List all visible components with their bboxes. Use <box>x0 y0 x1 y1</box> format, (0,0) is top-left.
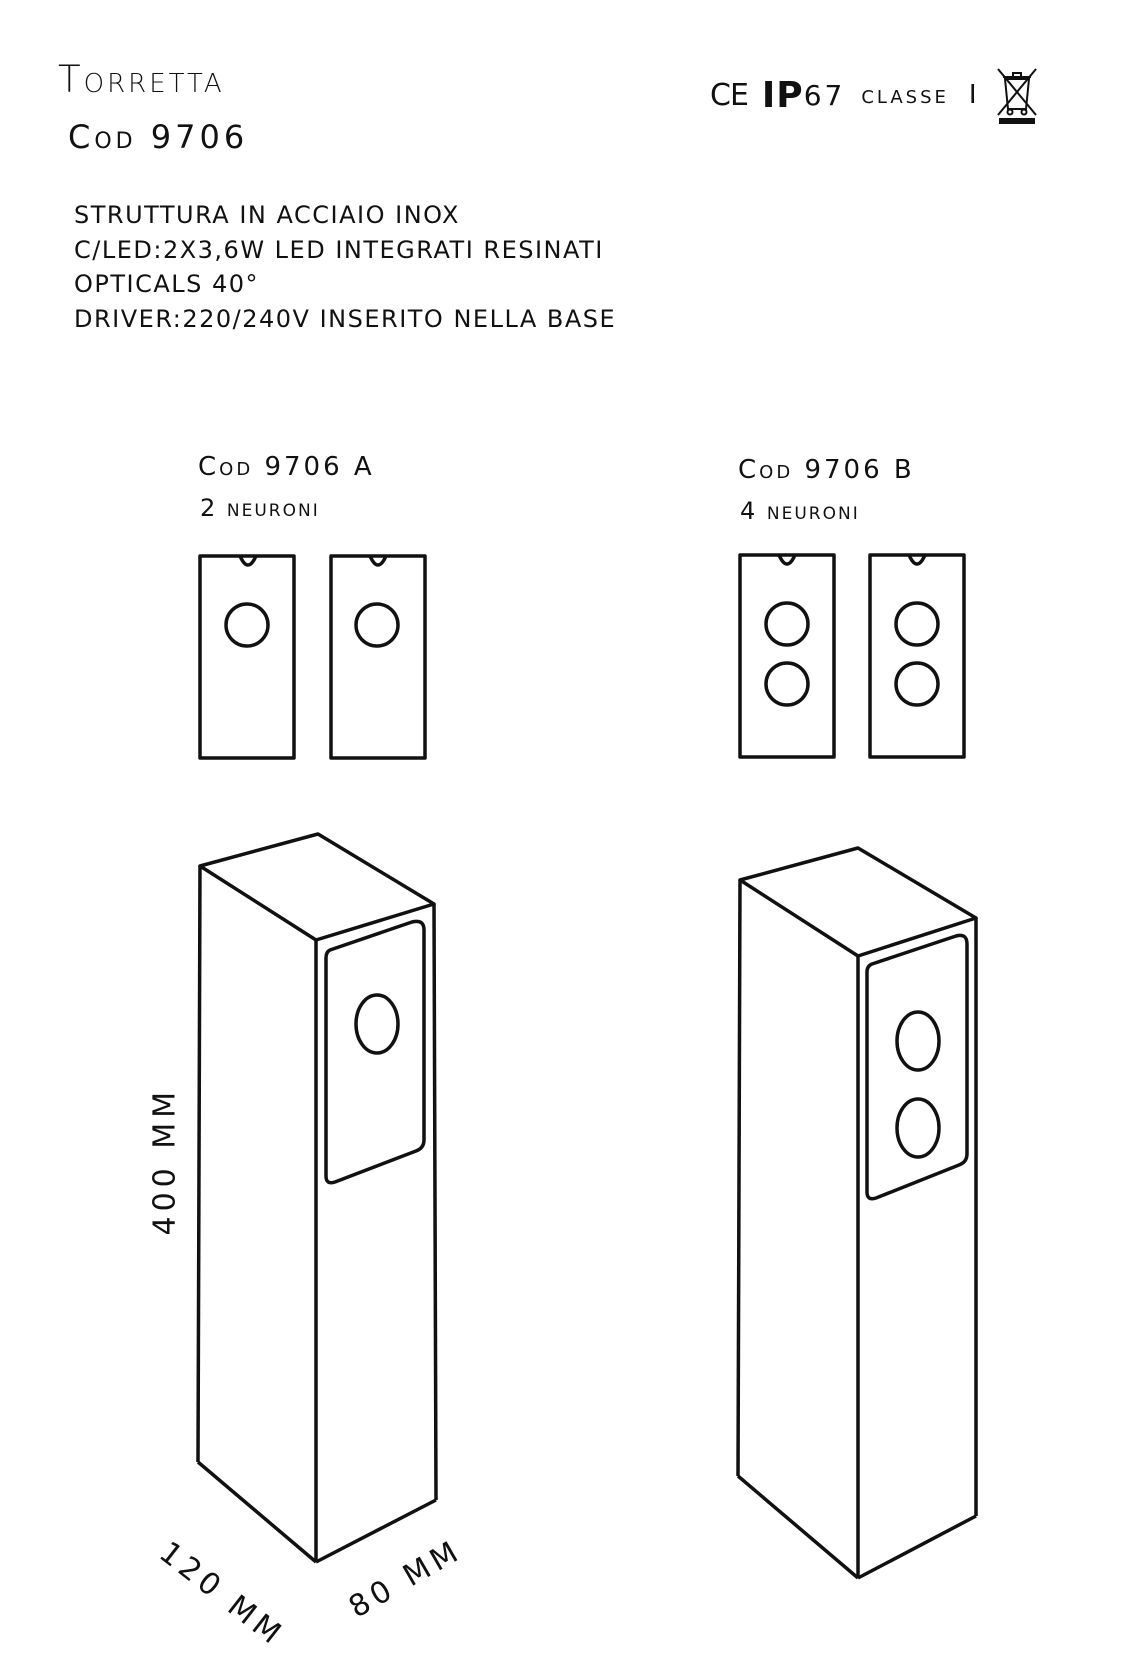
crossed-out-wheelie-bin-icon <box>996 68 1037 124</box>
product-code: Cod 9706 <box>68 118 249 156</box>
lens-icon <box>354 993 400 1055</box>
lens-icon <box>895 1097 941 1159</box>
height-dimension: 400 MM <box>147 1086 183 1236</box>
certification-strip: CE IP 67 classe I <box>710 68 1039 124</box>
variant-a-code: Cod 9706 A <box>198 452 375 482</box>
class-label: classe <box>861 80 949 110</box>
spec-driver: DRIVER:220/240V INSERITO NELLA BASE <box>74 304 617 333</box>
variant-b-panel-right <box>868 553 966 759</box>
lens-icon <box>354 602 400 648</box>
variant-a-tower <box>196 832 438 1564</box>
lens-icon <box>224 602 270 648</box>
spec-optics: OPTICALS 40° <box>74 270 260 298</box>
lens-icon <box>764 661 810 707</box>
variant-a-neurons: 2 neuroni <box>200 494 320 522</box>
class-number: I <box>968 80 977 110</box>
lens-icon <box>895 1010 941 1072</box>
spec-led: C/LED:2X3,6W LED INTEGRATI RESINATI <box>74 235 604 264</box>
ce-mark: CE <box>710 77 749 113</box>
ip-prefix: IP <box>761 74 804 116</box>
variant-b-code: Cod 9706 B <box>738 455 915 485</box>
variant-b-tower <box>736 846 978 1580</box>
diffuser-window <box>865 933 969 1201</box>
variant-b-panel-left <box>738 553 836 759</box>
ip-rating: 67 <box>803 78 846 112</box>
spec-structure: STRUTTURA IN ACCIAIO INOX <box>74 201 460 229</box>
product-title: Torretta <box>58 58 225 101</box>
variant-a-panel-left <box>198 554 296 760</box>
lens-icon <box>764 601 810 647</box>
diffuser-window <box>324 919 426 1185</box>
variant-a-panel-right <box>329 554 427 760</box>
variant-b-neurons: 4 neuroni <box>740 497 860 525</box>
lens-icon <box>894 661 940 707</box>
lens-icon <box>894 601 940 647</box>
spec-list: STRUTTURA IN ACCIAIO INOX C/LED:2X3,6W L… <box>74 198 616 336</box>
